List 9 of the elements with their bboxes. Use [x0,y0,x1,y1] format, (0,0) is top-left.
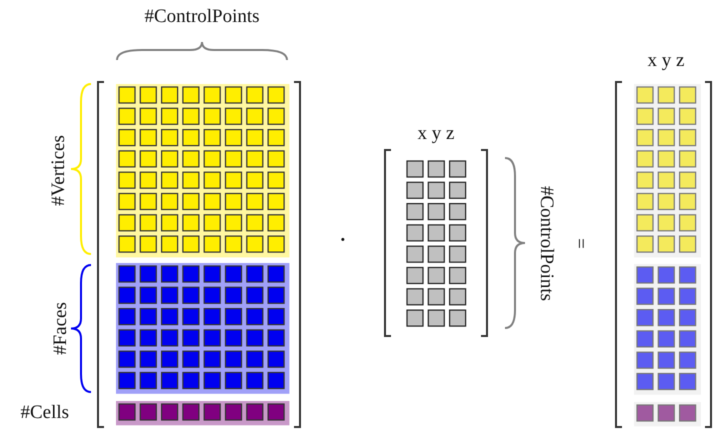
equals-sign: = [570,238,590,248]
row-label: #Cells [20,402,70,422]
brace-label: #ControlPoints [536,185,556,301]
column-labels: x y z [648,50,684,70]
brace-label: #ControlPoints [144,6,260,26]
brace-label: #Vertices [48,134,68,206]
column-labels: x y z [418,124,454,142]
brace-label: #Faces [50,302,70,354]
dot-operator: · [338,227,348,253]
